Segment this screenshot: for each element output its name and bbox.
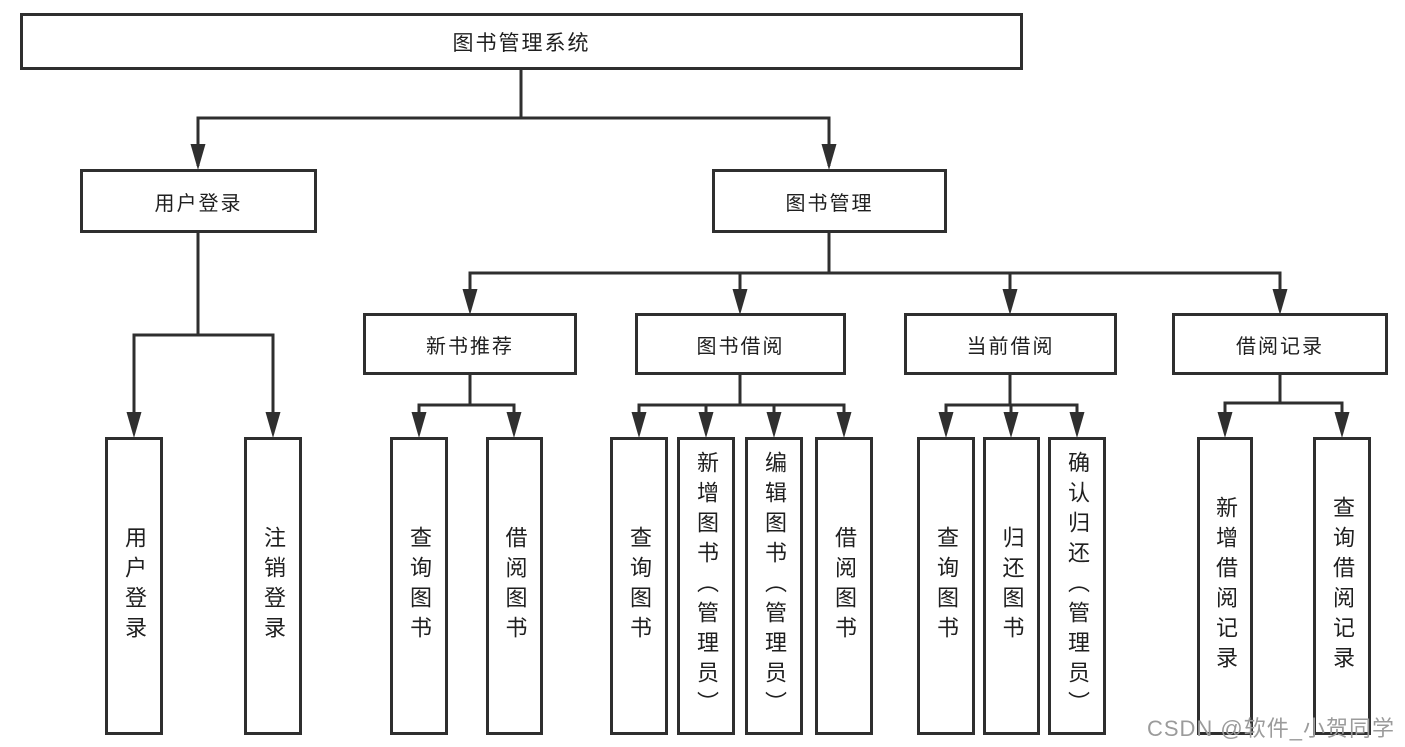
node-book-borrow-label: 图书借阅 [696,335,785,358]
leaf-borrow-books-recommend: 借阅图书 [486,437,543,735]
leaf-user-login: 用户登录 [105,437,163,735]
leaf-query-books-current: 查询图书 [917,437,975,735]
node-new-book-recommend: 新书推荐 [363,313,577,375]
node-new-book-recommend-label: 新书推荐 [426,335,514,358]
leaf-query-books-recommend: 查询图书 [390,437,448,735]
leaf-logout: 注销登录 [244,437,302,735]
leaf-add-borrow-record: 新增借阅记录 [1197,437,1253,735]
connector-borrowrecords-to-leaves [1223,375,1344,432]
leaf-query-borrow-record-label: 查询借阅记录 [1330,496,1355,676]
leaf-confirm-return-admin: 确认归还（管理员） [1048,437,1106,735]
leaf-return-books-label: 归还图书 [999,526,1025,646]
connector-currentborrow-to-leaves [944,375,1079,432]
node-current-borrow: 当前借阅 [904,313,1117,375]
node-library-system: 图书管理系统 [20,13,1023,70]
leaf-borrow-books-label: 借阅图书 [832,526,857,646]
connector-root-to-level2 [196,70,831,166]
leaf-confirm-return-admin-label: 确认归还（管理员） [1065,451,1090,721]
leaf-add-books-admin: 新增图书（管理员） [677,437,735,735]
node-book-management-label: 图书管理 [785,192,874,215]
connector-bookmgmt-to-level3 [468,233,1282,310]
node-borrow-records: 借阅记录 [1172,313,1388,375]
leaf-edit-books-admin: 编辑图书（管理员） [745,437,803,735]
node-user-login-label: 用户登录 [154,192,243,215]
leaf-add-books-admin-label: 新增图书（管理员） [694,451,719,721]
node-current-borrow-label: 当前借阅 [966,335,1055,358]
leaf-borrow-books: 借阅图书 [815,437,873,735]
connector-bookborrow-to-leaves [637,375,846,432]
node-library-system-label: 图书管理系统 [452,31,591,55]
leaf-edit-books-admin-label: 编辑图书（管理员） [762,451,787,721]
csdn-watermark: CSDN @软件_小贺同学 [1146,716,1395,741]
leaf-query-books-borrow-label: 查询图书 [627,526,652,646]
leaf-borrow-books-recommend-label: 借阅图书 [502,526,528,646]
connector-newbook-to-leaves [417,375,516,432]
leaf-query-books-borrow: 查询图书 [610,437,668,735]
leaf-query-books-current-label: 查询图书 [934,526,959,646]
node-book-borrow: 图书借阅 [635,313,846,375]
node-book-management: 图书管理 [712,169,947,233]
leaf-add-borrow-record-label: 新增借阅记录 [1213,496,1238,676]
leaf-return-books: 归还图书 [983,437,1040,735]
node-borrow-records-label: 借阅记录 [1236,335,1324,358]
connector-userlogin-to-leaves [132,233,275,432]
leaf-query-books-recommend-label: 查询图书 [407,526,432,646]
leaf-query-borrow-record: 查询借阅记录 [1313,437,1371,735]
leaf-user-login-label: 用户登录 [122,526,147,646]
leaf-logout-label: 注销登录 [261,526,286,646]
node-user-login: 用户登录 [80,169,317,233]
